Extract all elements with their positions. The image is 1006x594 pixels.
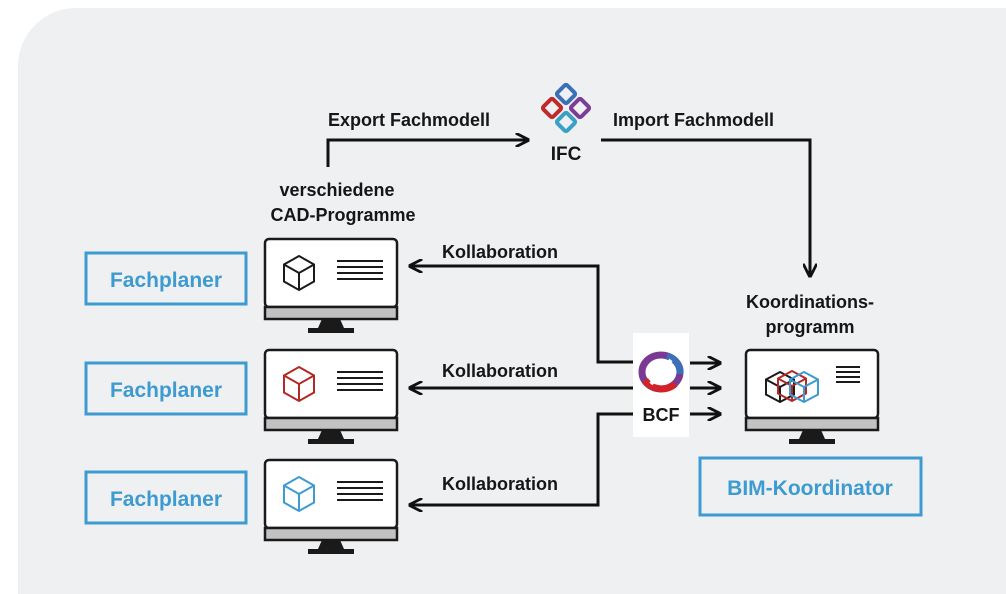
coordination-program-label-line-1: Koordinations- bbox=[746, 292, 874, 312]
text-lines-icon bbox=[836, 366, 860, 383]
coordinator-role-box bbox=[698, 456, 923, 517]
bcf-label: BCF bbox=[643, 405, 680, 425]
planner-role-label: Fachplaner bbox=[110, 269, 222, 292]
cube-icon bbox=[283, 254, 315, 292]
planner-role-box bbox=[84, 361, 248, 416]
coordinator-monitor-icon bbox=[744, 348, 880, 444]
planner-role-box bbox=[84, 470, 248, 525]
planner-role-label: Fachplaner bbox=[110, 379, 222, 402]
planner-monitor-icon bbox=[263, 348, 399, 444]
text-lines-icon bbox=[337, 481, 383, 501]
planner-monitor-icon bbox=[263, 458, 399, 554]
ifc-label: IFC bbox=[551, 144, 582, 165]
collaboration-label: Kollaboration bbox=[442, 361, 558, 381]
ifc-logo-icon bbox=[540, 82, 592, 134]
bcf-logo: BCF bbox=[633, 333, 689, 437]
cad-programs-label-line-1: verschiedene bbox=[279, 180, 394, 200]
diagram-background bbox=[18, 8, 1006, 594]
import-label: Import Fachmodell bbox=[613, 110, 774, 130]
combined-cubes-icon bbox=[765, 369, 819, 404]
planner-monitor-icon bbox=[263, 237, 399, 333]
cad-programs-label-line-2: CAD-Programme bbox=[270, 205, 415, 225]
collaboration-arrow-3 bbox=[410, 412, 635, 505]
coordination-program-label-line-2: programm bbox=[765, 317, 854, 337]
export-label: Export Fachmodell bbox=[328, 110, 490, 130]
collaboration-label: Kollaboration bbox=[442, 474, 558, 494]
planner-role-label: Fachplaner bbox=[110, 488, 222, 511]
text-lines-icon bbox=[337, 371, 383, 391]
cube-icon bbox=[283, 365, 315, 403]
cube-icon bbox=[283, 475, 315, 513]
text-lines-icon bbox=[337, 260, 383, 280]
coordinator-role-label: BIM-Koordinator bbox=[727, 477, 893, 500]
bcf-logo-icon bbox=[638, 351, 684, 393]
planner-role-box bbox=[84, 251, 248, 306]
collaboration-arrow-1 bbox=[410, 266, 635, 364]
collaboration-label: Kollaboration bbox=[442, 242, 558, 262]
planner-row: Fachplaner Kollaboration bbox=[84, 237, 558, 333]
planner-row: Fachplaner Kollaboration bbox=[84, 458, 558, 554]
export-arrow bbox=[326, 140, 528, 167]
planner-row: Fachplaner Kollaboration bbox=[84, 348, 558, 444]
import-arrow bbox=[601, 138, 810, 276]
